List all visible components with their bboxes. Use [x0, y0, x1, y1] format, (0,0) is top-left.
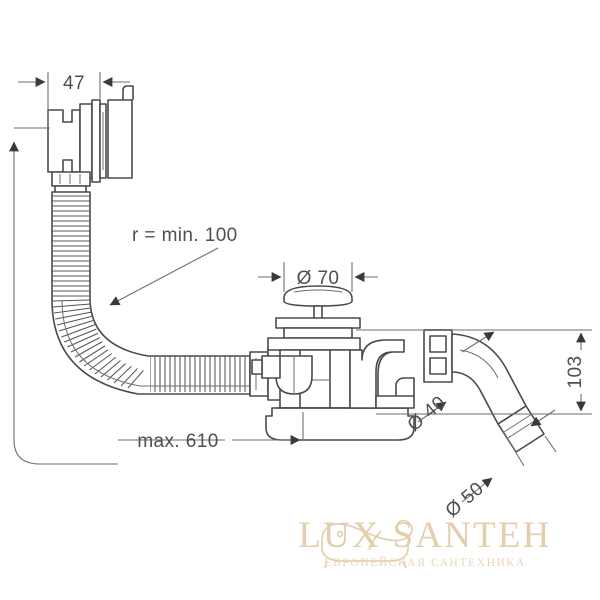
trap-body — [251, 317, 415, 441]
outlet-elbow — [423, 329, 545, 453]
dimension-diameter-70: Ø 70 — [258, 262, 378, 292]
watermark: LUX SANTEH ЕВРОПЕЙСКАЯ САНТЕХНИКА — [298, 515, 551, 569]
overflow-fitting — [47, 85, 134, 183]
dimension-radius-100: r = min. 100 — [109, 225, 238, 306]
dimension-47: 47 — [18, 72, 130, 128]
dimension-diameter-70-label: Ø 70 — [297, 268, 340, 289]
flexible-hose — [51, 191, 251, 395]
watermark-brand: LUX SANTEH — [298, 515, 551, 556]
dimension-radius-100-label: r = min. 100 — [132, 225, 238, 246]
dimension-max-610-label: max. 610 — [137, 431, 218, 452]
watermark-tagline: ЕВРОПЕЙСКАЯ САНТЕХНИКА — [324, 555, 525, 569]
dimension-103-label: 103 — [565, 356, 586, 389]
bathtub-icon — [321, 519, 413, 569]
dimension-max-610: max. 610 — [9, 127, 304, 465]
dimension-47-label: 47 — [63, 73, 85, 94]
waste-plug — [283, 285, 353, 321]
